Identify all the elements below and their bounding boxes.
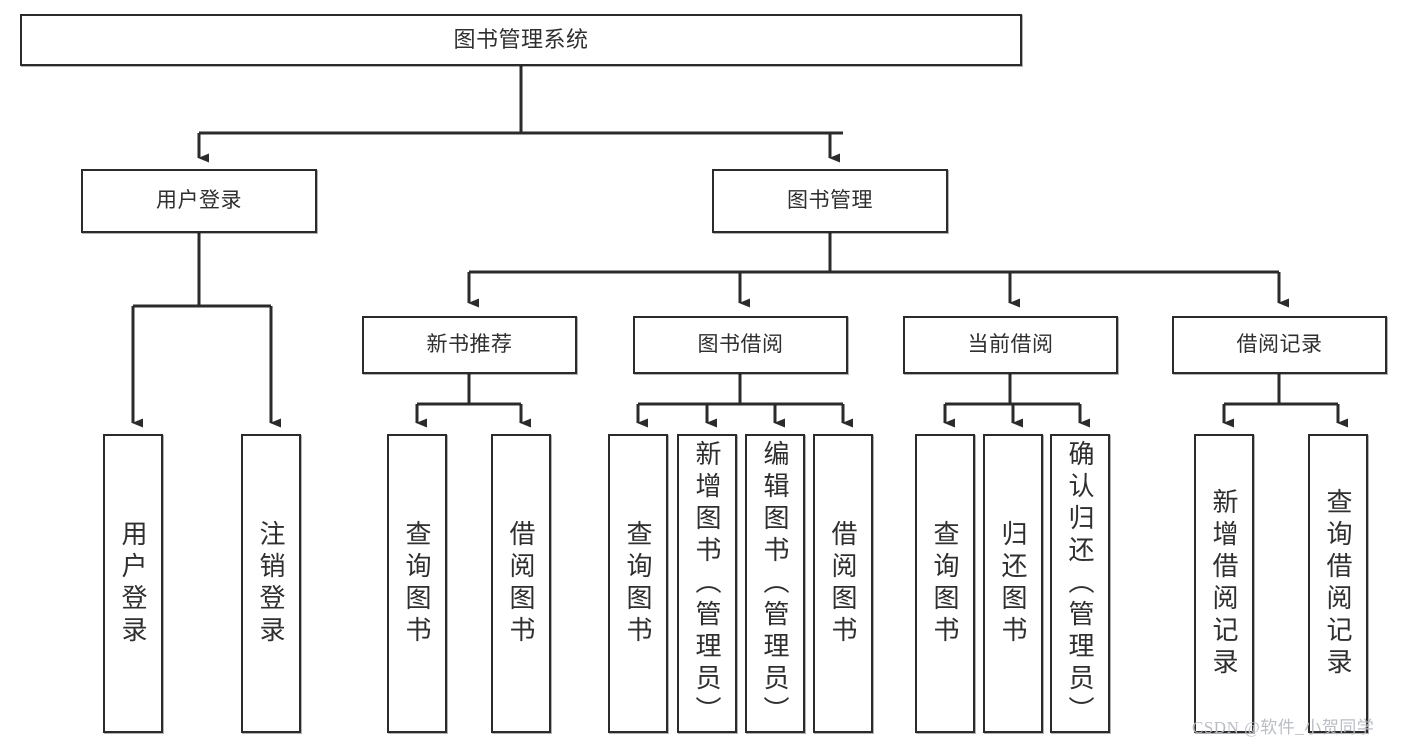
leaf-record-add[interactable]: 新增借阅记录 <box>1194 434 1254 733</box>
leaf-borrow-add-book[interactable]: 新增图书（管理员） <box>677 434 737 733</box>
watermark: CSDN @软件_小贺同学 <box>1192 718 1375 737</box>
leaf-new-book-query[interactable]: 查询图书 <box>387 434 447 733</box>
leaf-borrow-add-book-label: 新增图书（管理员） <box>692 439 722 728</box>
leaf-current-return-book[interactable]: 归还图书 <box>983 434 1043 733</box>
leaf-borrow-query-book-label: 查询图书 <box>623 519 653 648</box>
node-root-label: 图书管理系统 <box>453 27 589 53</box>
leaf-user-login-logout[interactable]: 注销登录 <box>241 434 301 733</box>
leaf-borrow-edit-book[interactable]: 编辑图书（管理员） <box>745 434 805 733</box>
leaf-record-query[interactable]: 查询借阅记录 <box>1308 434 1368 733</box>
node-book-borrow-label: 图书借阅 <box>697 332 784 356</box>
node-user-login[interactable]: 用户登录 <box>81 169 317 233</box>
leaf-current-query-book[interactable]: 查询图书 <box>915 434 975 733</box>
leaf-user-login-logout-label: 注销登录 <box>256 519 286 648</box>
node-book-management-label: 图书管理 <box>787 188 873 212</box>
node-new-book-recommend-label: 新书推荐 <box>426 332 513 356</box>
leaf-user-login-login-label: 用户登录 <box>118 519 148 648</box>
leaf-new-book-borrow[interactable]: 借阅图书 <box>491 434 551 733</box>
leaf-current-confirm-return[interactable]: 确认归还（管理员） <box>1050 434 1110 733</box>
leaf-borrow-borrow-book[interactable]: 借阅图书 <box>813 434 873 733</box>
leaf-borrow-query-book[interactable]: 查询图书 <box>608 434 668 733</box>
node-current-borrow-label: 当前借阅 <box>967 332 1054 356</box>
leaf-new-book-query-label: 查询图书 <box>402 519 432 648</box>
leaf-current-query-book-label: 查询图书 <box>930 519 960 648</box>
leaf-new-book-borrow-label: 借阅图书 <box>506 519 536 648</box>
leaf-borrow-borrow-book-label: 借阅图书 <box>828 519 858 648</box>
leaf-user-login-login[interactable]: 用户登录 <box>103 434 163 733</box>
leaf-current-confirm-return-label: 确认归还（管理员） <box>1065 439 1095 728</box>
leaf-current-return-book-label: 归还图书 <box>998 519 1028 648</box>
node-book-borrow[interactable]: 图书借阅 <box>633 316 848 374</box>
node-user-login-label: 用户登录 <box>156 188 242 212</box>
leaf-borrow-edit-book-label: 编辑图书（管理员） <box>760 439 790 728</box>
node-current-borrow[interactable]: 当前借阅 <box>903 316 1118 374</box>
leaf-record-add-label: 新增借阅记录 <box>1209 487 1239 680</box>
node-new-book-recommend[interactable]: 新书推荐 <box>362 316 577 374</box>
node-borrow-record-label: 借阅记录 <box>1236 332 1323 356</box>
node-book-management[interactable]: 图书管理 <box>712 169 948 233</box>
node-root[interactable]: 图书管理系统 <box>20 14 1022 66</box>
leaf-record-query-label: 查询借阅记录 <box>1323 487 1353 680</box>
node-borrow-record[interactable]: 借阅记录 <box>1172 316 1387 374</box>
